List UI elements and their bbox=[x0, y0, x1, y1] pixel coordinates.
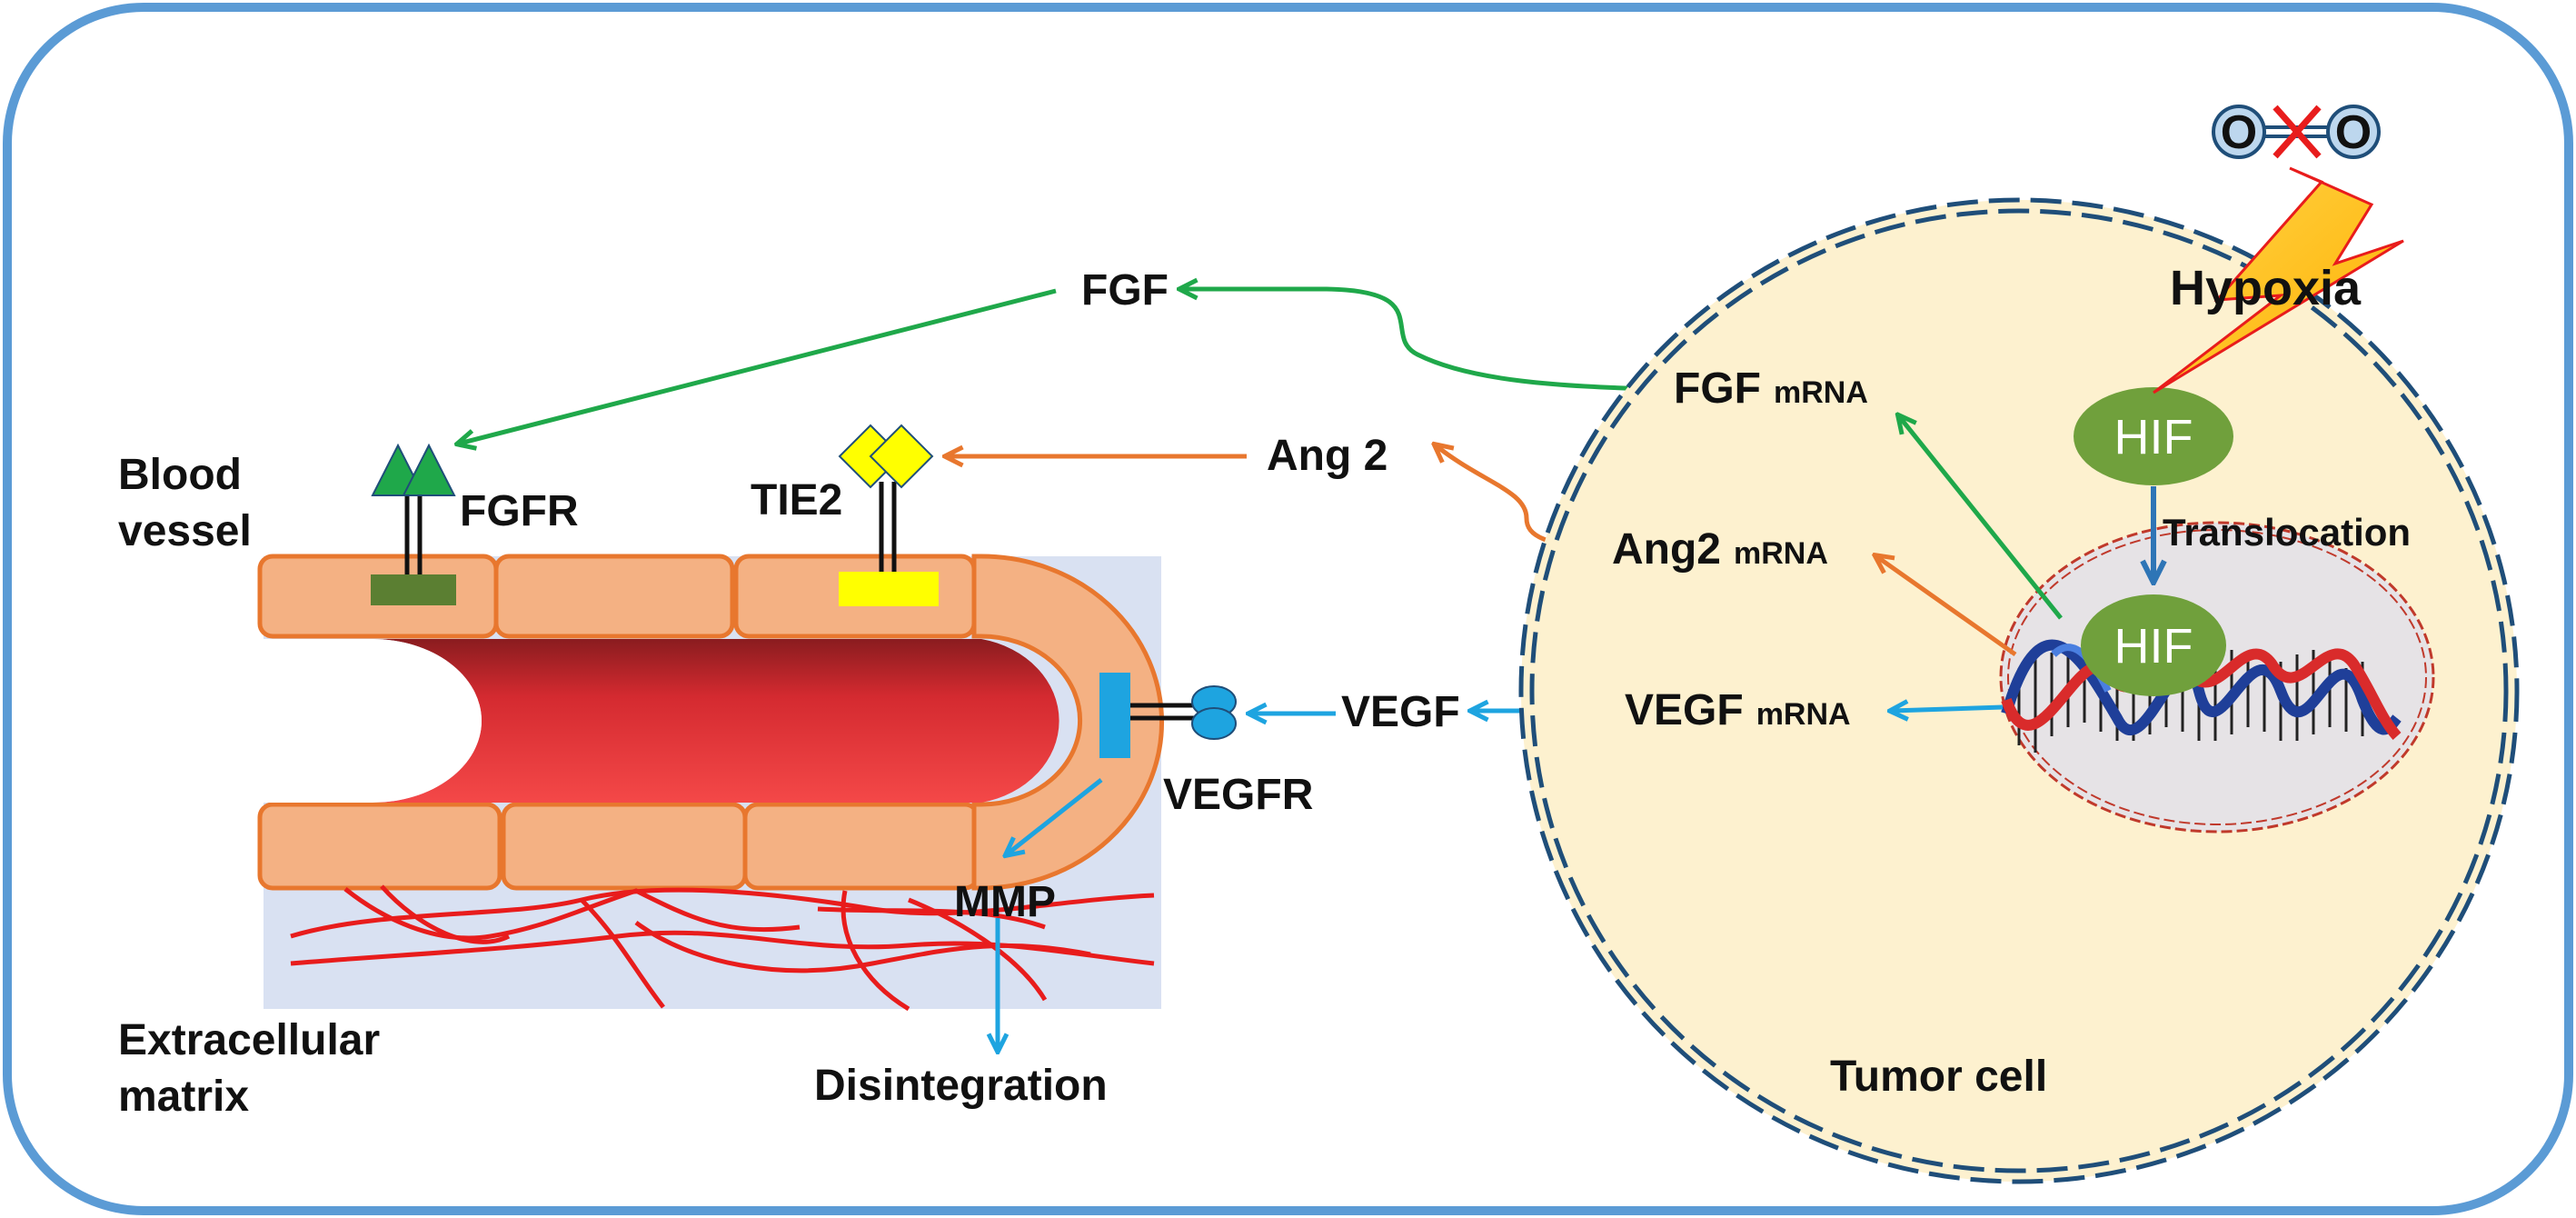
blood-vessel-label: Blood bbox=[118, 451, 242, 499]
ang2-mrna-main: Ang2 bbox=[1612, 525, 1721, 574]
tumor-cell-group: HIF Translocation HIF FGF mRNA Ang2 mRNA V… bbox=[1518, 197, 2520, 1184]
oxygen-cross-icon bbox=[2273, 105, 2322, 159]
hif-nucleus bbox=[2081, 594, 2226, 696]
oxygen-molecule-icon: O O bbox=[2212, 105, 2381, 159]
vessel-tip-cell bbox=[971, 554, 1165, 891]
tumor-cell-membrane-inner bbox=[1529, 208, 2509, 1173]
ecm-fibers bbox=[290, 884, 1155, 1012]
hif-nucleus-label: HIF bbox=[2114, 619, 2193, 674]
vessel-wall-cell bbox=[257, 802, 502, 891]
fgfr-label: FGFR bbox=[460, 487, 579, 535]
blood-vessel-group: Blood vessel FGFR TIE2 VEGFR MMP Extrace… bbox=[118, 424, 1313, 1121]
fgf-mrna-label: FGF mRNA bbox=[1674, 364, 1868, 413]
fgf-mrna-main: FGF bbox=[1674, 364, 1761, 413]
dna-to-ang2-mrna-arrow bbox=[1876, 556, 2017, 657]
vessel-lumen bbox=[264, 639, 1059, 803]
fgf-mrna-to-fgf-arrow bbox=[1181, 289, 1653, 392]
ang2-mrna-label: Ang2 mRNA bbox=[1612, 525, 1828, 574]
signaling-pathways: FGF Ang 2 VEGF bbox=[459, 266, 1653, 736]
fgfr-triangle-icon bbox=[402, 443, 456, 496]
vegfr-ligand-icon bbox=[1191, 707, 1237, 740]
oxygen-atom-label: O bbox=[2335, 106, 2372, 159]
mmp-label: MMP bbox=[954, 878, 1056, 926]
vegf-label: VEGF bbox=[1341, 688, 1460, 736]
tie2-label: TIE2 bbox=[751, 476, 842, 524]
fgf-label: FGF bbox=[1081, 266, 1169, 314]
vessel-lumen-opening bbox=[264, 639, 482, 803]
vessel-wall-cell bbox=[493, 554, 735, 639]
vegf-mrna-main: VEGF bbox=[1625, 686, 1744, 734]
vegf-mrna-sub: mRNA bbox=[1756, 697, 1851, 732]
tie2-receptor bbox=[838, 424, 939, 606]
vessel-wall-cell bbox=[501, 802, 748, 891]
dna-to-vegf-mrna-arrow bbox=[1892, 707, 2004, 711]
fgf-mrna-sub: mRNA bbox=[1774, 375, 1868, 410]
disintegration-label: Disintegration bbox=[814, 1062, 1108, 1110]
vegfr-receptor bbox=[1099, 673, 1237, 758]
fgf-to-fgfr-arrow bbox=[459, 288, 1057, 444]
nucleus-inner bbox=[2007, 529, 2427, 825]
hypoxia-label: Hypoxia bbox=[2170, 261, 2362, 315]
translocation-label: Translocation bbox=[2163, 511, 2411, 554]
vegfr-label: VEGFR bbox=[1163, 771, 1313, 819]
hif-cytoplasm-label: HIF bbox=[2114, 410, 2193, 464]
hif-cytoplasm bbox=[2074, 387, 2233, 485]
dna-helix-icon bbox=[2001, 639, 2402, 753]
fgfr-receptor bbox=[371, 443, 456, 605]
ang2-label: Ang 2 bbox=[1267, 432, 1387, 480]
ang2-mrna-sub: mRNA bbox=[1734, 536, 1828, 571]
mmp-arrow bbox=[1007, 778, 1103, 854]
hypoxia-group: Hypoxia O O bbox=[2153, 105, 2404, 394]
ecm-label: Extracellular bbox=[118, 1016, 380, 1064]
oxygen-atom-label: O bbox=[2221, 106, 2257, 159]
tumor-cell-label: Tumor cell bbox=[1830, 1053, 2047, 1101]
lightning-bolt-icon bbox=[2153, 166, 2404, 394]
vegf-mrna-label: VEGF mRNA bbox=[1625, 686, 1851, 734]
vessel-wall-cell bbox=[742, 802, 980, 891]
ecm-label: matrix bbox=[118, 1073, 249, 1121]
blood-vessel-label: vessel bbox=[118, 507, 252, 555]
tie2-diamond-icon bbox=[869, 424, 934, 489]
dna-to-fgf-mrna-arrow bbox=[1899, 416, 2063, 620]
